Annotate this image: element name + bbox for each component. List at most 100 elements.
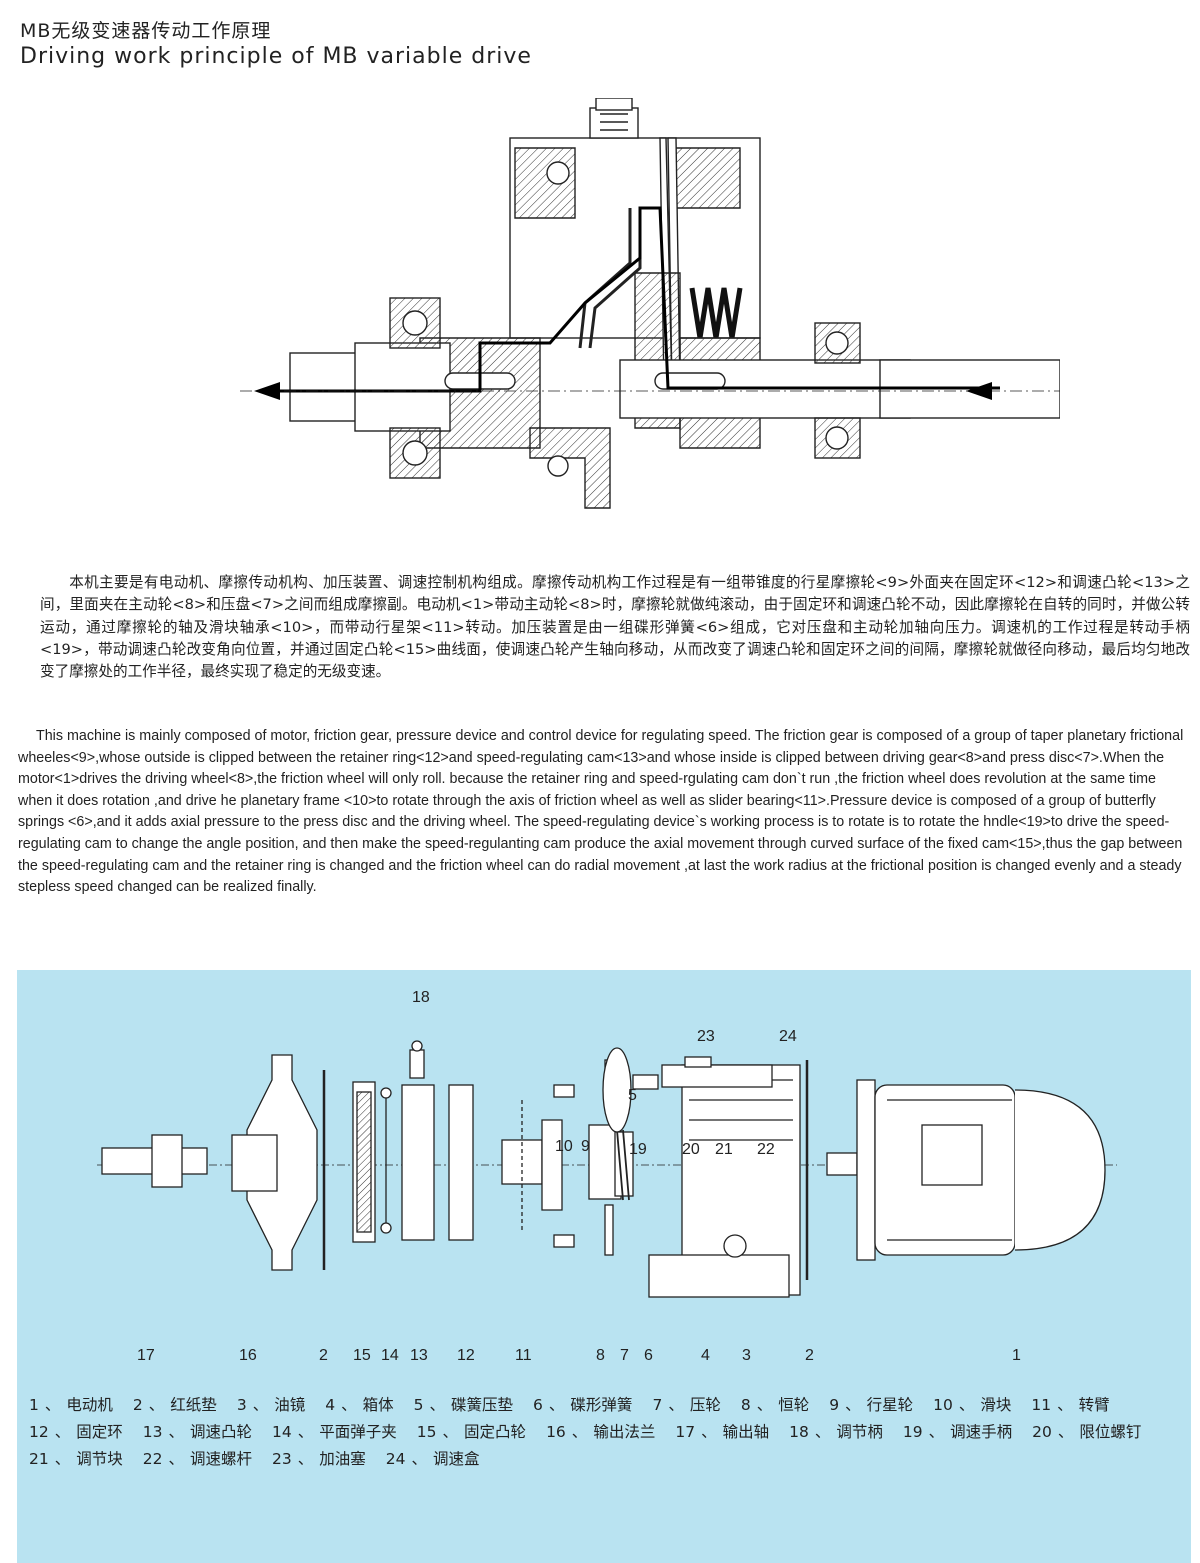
- legend-separator: 、: [958, 1396, 975, 1414]
- legend-number: 23: [272, 1450, 292, 1468]
- legend-name: 恒轮: [778, 1396, 810, 1414]
- part-label: 14: [381, 1347, 399, 1364]
- legend-number: 9: [829, 1396, 840, 1414]
- legend-separator: 、: [168, 1450, 185, 1468]
- legend-number: 17: [675, 1423, 696, 1441]
- legend-separator: 、: [668, 1396, 684, 1414]
- part-label: 23: [697, 1028, 715, 1045]
- part-label: 18: [412, 989, 430, 1006]
- legend-separator: 、: [54, 1423, 71, 1441]
- legend-name: 固定凸轮: [464, 1423, 527, 1441]
- legend-separator: 、: [429, 1396, 446, 1414]
- legend-number: 11: [1031, 1396, 1052, 1414]
- legend-name: 调速手柄: [950, 1423, 1013, 1441]
- legend-separator: 、: [814, 1423, 831, 1441]
- legend-number: 7: [652, 1396, 663, 1414]
- description-cn: 本机主要是有电动机、摩擦传动机构、加压装置、调速控制机构组成。摩擦传动机构工作过…: [40, 574, 1190, 681]
- legend-item: 24、调速盒: [386, 1446, 490, 1473]
- legend-separator: 、: [297, 1450, 314, 1468]
- legend-item: 13、调速凸轮: [143, 1419, 262, 1446]
- legend-name: 调节柄: [836, 1423, 883, 1441]
- legend-number: 2: [132, 1396, 143, 1414]
- legend-name: 加油塞: [319, 1450, 366, 1468]
- legend-item: 5 、碟簧压垫: [414, 1392, 523, 1419]
- legend-separator: 、: [148, 1396, 165, 1414]
- legend-separator: 、: [44, 1396, 61, 1414]
- legend-item: 7 、压轮: [652, 1392, 730, 1419]
- legend-separator: 、: [548, 1396, 565, 1414]
- part-label: 5: [628, 1087, 637, 1104]
- legend-separator: 、: [928, 1423, 945, 1441]
- legend-number: 20: [1032, 1423, 1052, 1441]
- legend-number: 8: [740, 1396, 751, 1414]
- legend-name: 红纸垫: [170, 1396, 217, 1414]
- part-label: 7: [620, 1347, 629, 1364]
- part-label: 24: [779, 1028, 797, 1045]
- part-label: 11: [515, 1347, 532, 1364]
- legend-name: 调速盒: [433, 1450, 480, 1468]
- legend-separator: 、: [845, 1396, 861, 1414]
- legend-number: 6: [533, 1396, 543, 1414]
- legend-item: 19、调速手柄: [903, 1419, 1022, 1446]
- legend-separator: 、: [297, 1423, 314, 1441]
- legend-number: 21: [29, 1450, 49, 1468]
- legend-name: 油镜: [274, 1396, 306, 1414]
- legend-item: 8 、恒轮: [741, 1392, 819, 1419]
- legend-name: 压轮: [689, 1396, 721, 1414]
- legend-item: 20、限位螺钉: [1032, 1419, 1151, 1446]
- legend-item: 15、固定凸轮: [417, 1419, 536, 1446]
- legend-item: 16、输出法兰: [546, 1419, 665, 1446]
- legend-item: 11、转臂: [1031, 1392, 1119, 1419]
- part-label: 2: [319, 1347, 328, 1364]
- legend-number: 5: [413, 1396, 424, 1414]
- legend-separator: 、: [1057, 1396, 1073, 1414]
- legend-item: 21、调节块: [29, 1446, 133, 1473]
- legend-name: 滑块: [980, 1396, 1012, 1414]
- legend-number: 3: [236, 1396, 247, 1414]
- legend-number: 22: [142, 1450, 163, 1468]
- part-label: 13: [410, 1347, 428, 1364]
- legend-item: 22 、调速螺杆: [143, 1446, 262, 1473]
- legend-item: 17、输出轴: [675, 1419, 779, 1446]
- legend-number: 12: [29, 1423, 49, 1441]
- part-label: 21: [715, 1141, 733, 1158]
- part-label: 17: [137, 1347, 155, 1364]
- legend-separator: 、: [571, 1423, 588, 1441]
- legend-number: 14: [272, 1423, 292, 1441]
- legend-separator: 、: [756, 1396, 773, 1414]
- legend-item: 2 、红纸垫: [133, 1392, 227, 1419]
- part-label: 10: [555, 1138, 573, 1155]
- part-label: 9: [581, 1138, 590, 1155]
- cross-section-diagram: [240, 97, 1061, 528]
- legend-separator: 、: [411, 1450, 428, 1468]
- part-label: 19: [629, 1141, 647, 1158]
- legend-number: 18: [789, 1423, 809, 1441]
- legend-number: 4: [325, 1396, 336, 1414]
- legend-item: 14 、平面弹子夹: [272, 1419, 407, 1446]
- legend-name: 碟簧压垫: [451, 1396, 514, 1414]
- legend-name: 碟形弹簧: [570, 1396, 633, 1414]
- legend-item: 18 、调节柄: [789, 1419, 893, 1446]
- part-label: 8: [596, 1347, 605, 1364]
- legend-name: 限位螺钉: [1079, 1423, 1142, 1441]
- legend-separator: 、: [701, 1423, 717, 1441]
- description-en: This machine is mainly composed of motor…: [18, 728, 1184, 896]
- legend-name: 调节块: [76, 1450, 123, 1468]
- legend-name: 平面弹子夹: [319, 1423, 397, 1441]
- legend-name: 调速螺杆: [190, 1450, 253, 1468]
- legend-item: 9、行星轮: [829, 1392, 923, 1419]
- part-label: 6: [644, 1347, 653, 1364]
- part-label: 12: [457, 1347, 475, 1364]
- part-label: 20: [682, 1141, 700, 1158]
- part-label: 15: [353, 1347, 371, 1364]
- legend-item: 6 、碟形弹簧: [533, 1392, 642, 1419]
- page-title-en: Driving work principle of MB variable dr…: [20, 44, 532, 69]
- legend-item: 23 、加油塞: [272, 1446, 376, 1473]
- part-label: 1: [1012, 1347, 1021, 1364]
- legend-number: 16: [546, 1423, 566, 1441]
- legend-number: 1: [29, 1396, 39, 1414]
- exploded-view-drawing: 17 16 2 15 14 13 12 11 8 7 6 4 3 2 1 18 …: [97, 989, 1117, 1364]
- legend-item: 3 、油镜: [237, 1392, 315, 1419]
- legend-separator: 、: [252, 1396, 269, 1414]
